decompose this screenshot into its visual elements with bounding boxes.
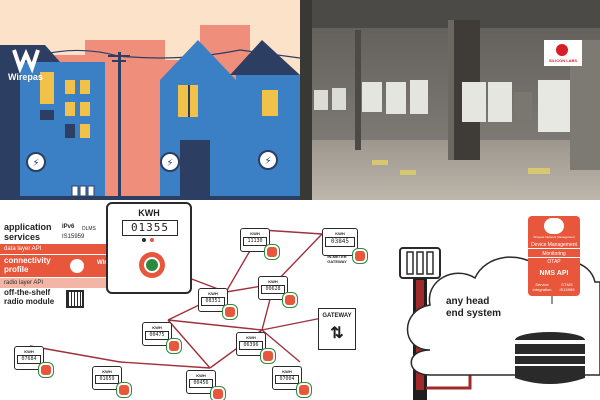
radio-node-icon: [297, 383, 311, 397]
wirepas-badge-icon: [544, 218, 564, 234]
service-integration-label: Service Integration: [532, 282, 552, 292]
smart-meter-reading: 08351: [201, 297, 225, 306]
meter-room-photo: [300, 0, 600, 200]
main-meter-reading: 01355: [122, 220, 178, 236]
radio-node-icon: [283, 293, 297, 307]
radio-node-icon: [353, 249, 367, 263]
smart-meter-label: KWH: [196, 373, 206, 378]
database-stack: [505, 332, 595, 384]
silicon-labs-logo-text: SILICON LABS: [548, 58, 578, 63]
smart-meter-label: KWH: [246, 335, 256, 340]
device-management-label: Device Management: [528, 242, 580, 249]
chip-icon: [66, 290, 84, 308]
stack-connectivity: connectivity profile: [4, 256, 51, 274]
stack-ipv6: IPv6: [62, 224, 75, 230]
main-meter: KWH 01355: [106, 202, 192, 294]
otap-label: OTAP: [547, 259, 561, 265]
monitoring-label: Monitoring: [528, 251, 580, 258]
smart-meter-label: KWH: [152, 325, 162, 330]
radio-node-icon: [223, 305, 237, 319]
smart-meter-label: KWH: [268, 279, 278, 284]
radio-node-icon: [167, 339, 181, 353]
stack-app-services: application services: [4, 222, 52, 242]
gateway-box: GATEWAY ⇅: [318, 308, 356, 350]
smart-meter-label: KWH: [250, 231, 260, 236]
head-end-text: any head end system: [446, 296, 502, 319]
radio-node-icon: [265, 245, 279, 259]
smart-meter-label: KWH: [335, 231, 345, 236]
radio-node-icon: [261, 349, 275, 363]
meter-icon: [160, 152, 180, 172]
nms-api-label: NMS API: [539, 270, 569, 277]
dtms-label: DTMS IS15959: [559, 282, 575, 292]
smart-meter-reading: 11130: [243, 237, 267, 246]
smart-meter-reading: 07004: [275, 375, 299, 384]
data-layer-api: data layer API: [0, 244, 110, 254]
city-illustration: ⚡ ⚡ ⚡: [0, 0, 300, 200]
svg-text:⚡: ⚡: [32, 158, 39, 169]
stack-radio-module: off-the-shelf radio module: [4, 288, 55, 306]
wirepas-badge-text: Wirepas Network Management: [533, 235, 575, 239]
in-meter-gateway-label: IN-METER GATEWAY: [327, 254, 347, 264]
wirepas-logo-text: Wirepas: [8, 72, 43, 82]
smart-meter-label: KWH: [102, 369, 112, 374]
smart-meter-reading: 03845: [325, 237, 355, 247]
stack-standard: IS15959: [62, 234, 85, 240]
radio-node-icon: [117, 383, 131, 397]
smart-meter-reading: 00456: [189, 379, 213, 388]
main-meter-label: KWH: [138, 208, 160, 218]
smart-meter-label: KWH: [24, 349, 34, 354]
main-meter-radio: [139, 252, 165, 278]
smart-meter-reading: 00475: [145, 331, 169, 340]
gateway-label: GATEWAY: [322, 313, 352, 319]
smart-meter-reading: 07684: [17, 355, 41, 364]
indicator-led: [142, 238, 146, 242]
smart-meter-label: KWH: [282, 369, 292, 374]
smart-meter-label: KWH: [208, 291, 218, 296]
radio-node-icon: [39, 363, 53, 377]
wirepas-ring-icon: [70, 259, 84, 273]
svg-text:⚡: ⚡: [264, 156, 271, 167]
indicator-led: [150, 238, 154, 242]
radio-layer-api: radio layer API: [0, 278, 110, 288]
stack-dlms: DLMS: [82, 226, 96, 232]
smart-meter-reading: 00628: [261, 285, 285, 294]
meter-icon: [26, 152, 46, 172]
radio-node-icon: [211, 387, 225, 400]
smart-meter-reading: 01659: [95, 375, 119, 384]
updown-arrows-icon: ⇅: [330, 325, 344, 342]
meter-icon: [258, 150, 278, 170]
smart-meter-reading: 06396: [239, 341, 263, 350]
management-panel: Wirepas Network Management Device Manage…: [528, 216, 580, 296]
svg-text:⚡: ⚡: [166, 158, 173, 169]
